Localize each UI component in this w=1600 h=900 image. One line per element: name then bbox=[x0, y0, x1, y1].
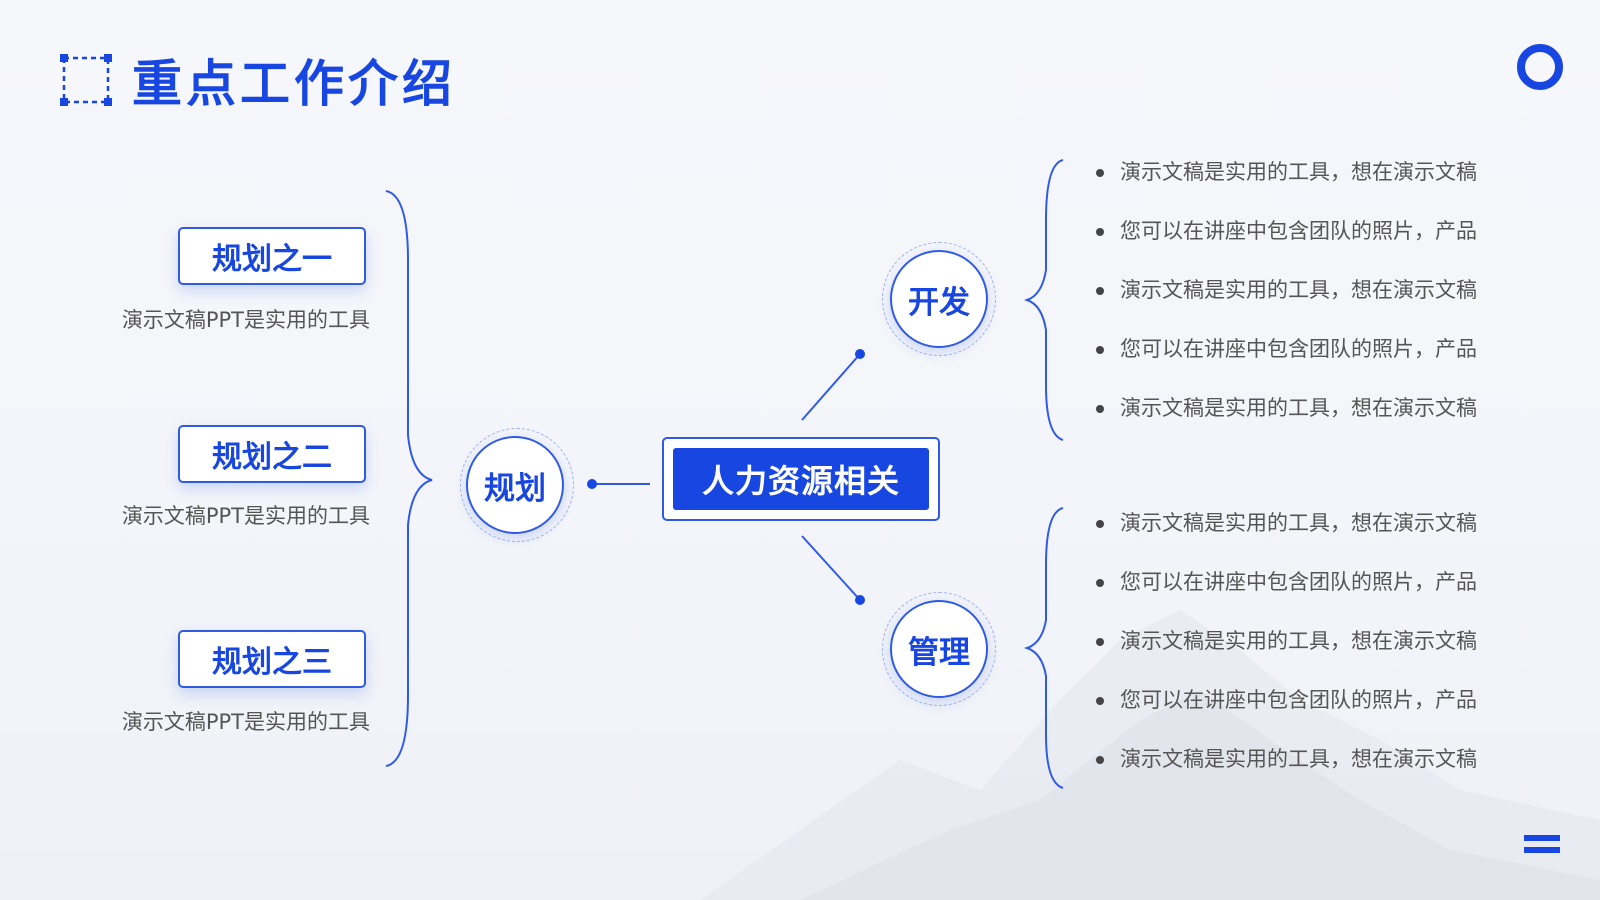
plan-node: 规划 bbox=[466, 436, 564, 534]
list-item: 演示文稿是实用的工具，想在演示文稿 bbox=[1094, 143, 1477, 202]
list-item: 您可以在讲座中包含团队的照片，产品 bbox=[1094, 553, 1477, 612]
page-title: 重点工作介绍 bbox=[132, 55, 456, 113]
dev-bullet-list: 演示文稿是实用的工具，想在演示文稿 您可以在讲座中包含团队的照片，产品 演示文稿… bbox=[1094, 143, 1477, 438]
mgmt-brace bbox=[1023, 507, 1064, 789]
plan-box-2: 规划之二 bbox=[178, 425, 366, 483]
plan-desc-2: 演示文稿PPT是实用的工具 bbox=[121, 504, 370, 528]
plan-desc-1: 演示文稿PPT是实用的工具 bbox=[121, 308, 370, 332]
plan-desc-3: 演示文稿PPT是实用的工具 bbox=[121, 710, 370, 734]
list-item: 您可以在讲座中包含团队的照片，产品 bbox=[1094, 202, 1477, 261]
list-item: 演示文稿是实用的工具，想在演示文稿 bbox=[1094, 612, 1477, 671]
list-item: 演示文稿是实用的工具，想在演示文稿 bbox=[1094, 494, 1477, 553]
list-item: 演示文稿是实用的工具，想在演示文稿 bbox=[1094, 379, 1477, 438]
dev-node: 开发 bbox=[890, 250, 988, 348]
plan-box-3: 规划之三 bbox=[178, 630, 366, 688]
mgmt-node: 管理 bbox=[890, 600, 988, 698]
title-bar: 重点工作介绍 bbox=[60, 44, 456, 116]
connector-dot bbox=[587, 479, 597, 489]
list-item: 您可以在讲座中包含团队的照片，产品 bbox=[1094, 320, 1477, 379]
plan-node-ring bbox=[460, 428, 574, 542]
double-bar-icon bbox=[1524, 835, 1560, 859]
connector-dot bbox=[855, 349, 865, 359]
list-item: 演示文稿是实用的工具，想在演示文稿 bbox=[1094, 730, 1477, 789]
plan-box-1: 规划之一 bbox=[178, 227, 366, 285]
mgmt-node-ring bbox=[882, 592, 996, 706]
connector-center-mgmt bbox=[801, 535, 861, 601]
center-node: 人力资源相关 bbox=[673, 448, 929, 510]
left-brace bbox=[385, 190, 433, 767]
ring-icon bbox=[1517, 44, 1563, 90]
dev-node-ring bbox=[882, 242, 996, 356]
mgmt-bullet-list: 演示文稿是实用的工具，想在演示文稿 您可以在讲座中包含团队的照片，产品 演示文稿… bbox=[1094, 494, 1477, 789]
connector-center-dev bbox=[801, 353, 861, 421]
connector-dot bbox=[855, 595, 865, 605]
dev-brace bbox=[1023, 159, 1064, 441]
list-item: 您可以在讲座中包含团队的照片，产品 bbox=[1094, 671, 1477, 730]
list-item: 演示文稿是实用的工具，想在演示文稿 bbox=[1094, 261, 1477, 320]
dashed-selection-square-icon bbox=[60, 54, 112, 106]
